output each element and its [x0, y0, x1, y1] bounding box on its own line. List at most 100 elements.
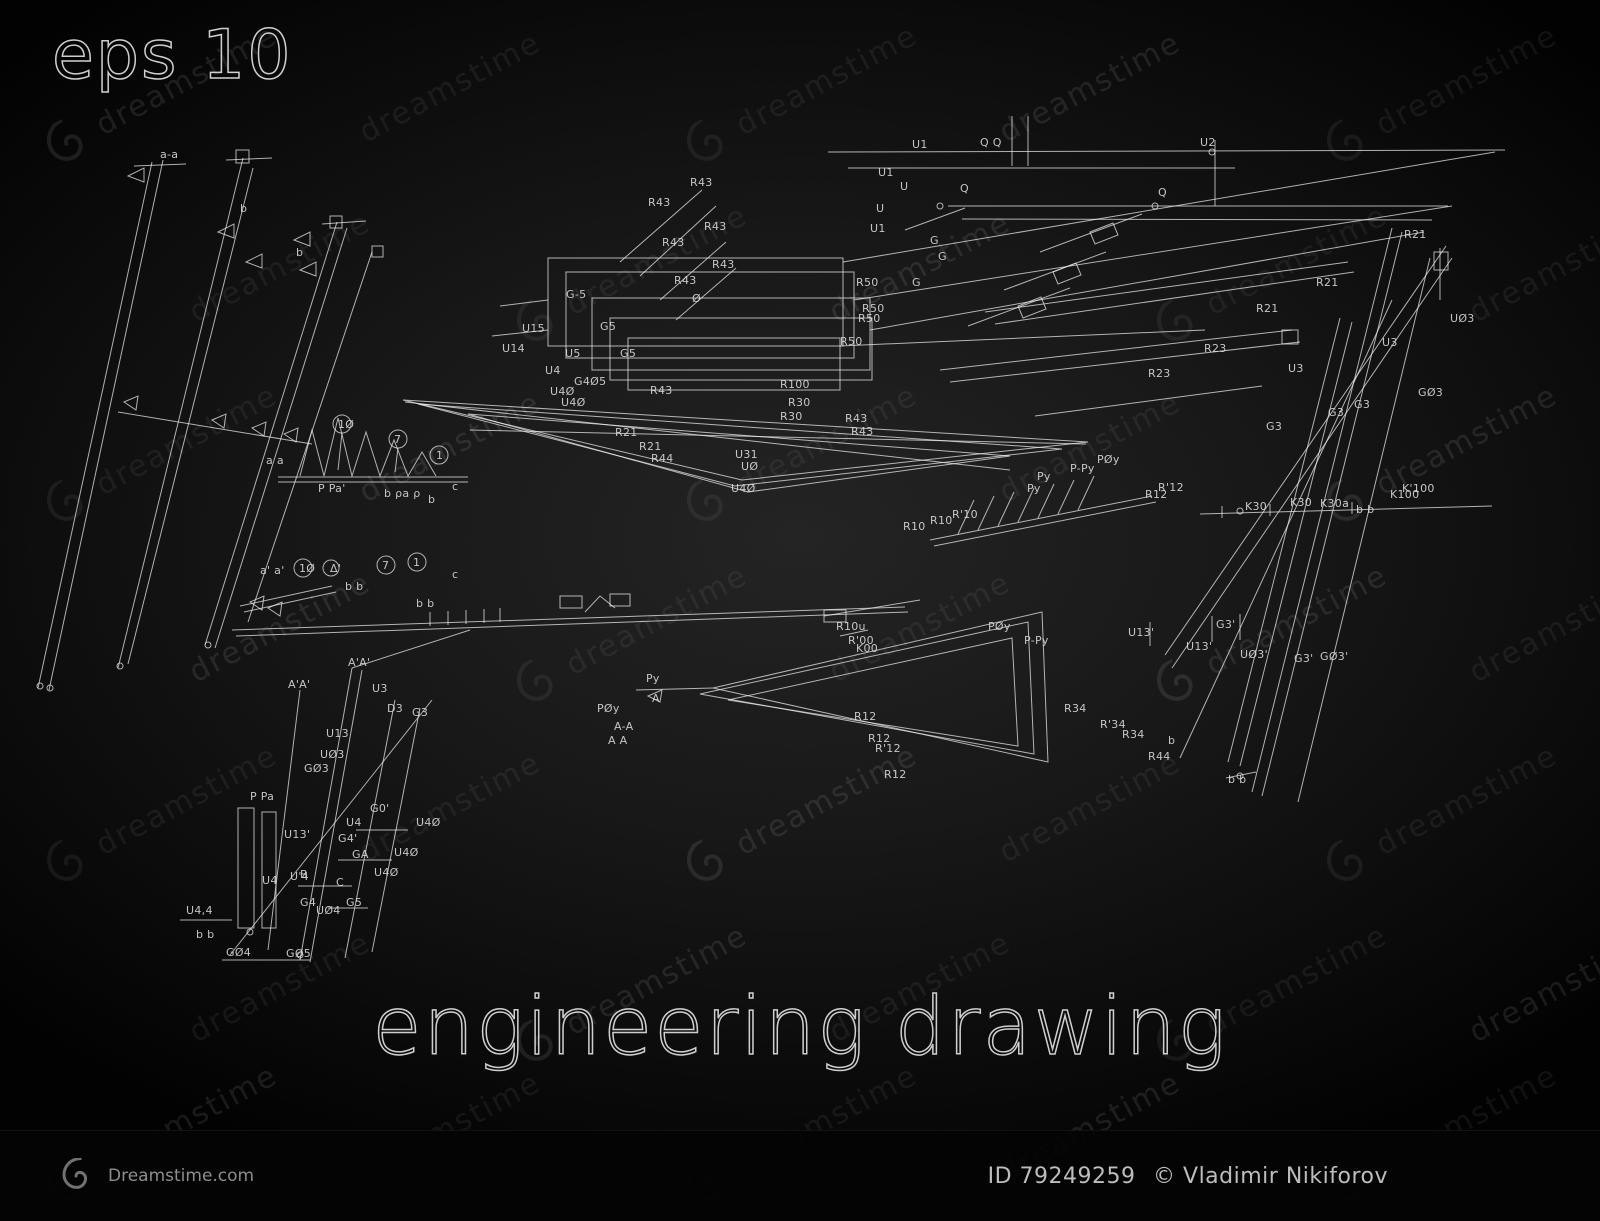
- drawing-label: R30: [788, 396, 811, 409]
- watermark: dreamstime: [504, 912, 756, 1077]
- drawing-label: G: [912, 276, 921, 289]
- drawing-label: a' a': [260, 564, 285, 577]
- drawing-label: U: [900, 180, 908, 193]
- watermark: dreamstime: [504, 552, 756, 717]
- drawing-label: U4Ø: [374, 866, 399, 879]
- drawing-label: U13': [284, 828, 310, 841]
- watermark: dreamstime: [1314, 12, 1566, 177]
- drawing-label: R44: [1148, 750, 1171, 763]
- drawing-label: U4Ø: [394, 846, 419, 859]
- drawing-label: UØ3: [1450, 312, 1475, 325]
- drawing-label: R43: [662, 236, 685, 249]
- drawing-label: A'A': [348, 656, 370, 669]
- drawing-label: R12: [1145, 488, 1168, 501]
- drawing-label: K100: [1390, 488, 1419, 501]
- drawing-label: b b: [345, 580, 363, 593]
- drawing-label: U13': [1186, 640, 1212, 653]
- drawing-label: U4: [346, 816, 362, 829]
- agency-site-text: Dreamstime.com: [108, 1166, 255, 1186]
- dreamstime-spiral-icon: [687, 478, 723, 521]
- drawing-label: Δ': [330, 562, 341, 575]
- drawing-label: b: [240, 202, 247, 215]
- drawing-label: R21: [1404, 228, 1427, 241]
- drawing-label: B: [300, 868, 308, 881]
- drawing-label: Py: [646, 672, 660, 685]
- drawing-label: R21: [615, 426, 638, 439]
- drawing-label: c: [452, 568, 458, 581]
- drawing-label: U15: [522, 322, 545, 335]
- drawing-label: c: [452, 480, 458, 493]
- image-id-text: ID 79249259: [987, 1163, 1136, 1189]
- drawing-label: UØ3: [320, 748, 345, 761]
- drawing-label: R21: [639, 440, 662, 453]
- drawing-label: UØ4: [316, 904, 341, 917]
- drawing-label: A: [652, 692, 660, 705]
- drawing-label: C: [336, 876, 344, 889]
- drawing-label: R43: [674, 274, 697, 287]
- drawing-label: R50: [840, 335, 863, 348]
- drawing-label: a a: [266, 454, 284, 467]
- drawing-label: P-Py: [1070, 462, 1095, 475]
- watermark: dreamstime: [1314, 372, 1566, 537]
- drawing-label: R43: [690, 176, 713, 189]
- drawing-label: A-A: [614, 720, 634, 733]
- drawing-label: K30: [1245, 500, 1267, 513]
- drawing-label: U4: [262, 874, 278, 887]
- dreamstime-spiral-icon: [1327, 838, 1363, 881]
- watermark: dreamstime: [674, 372, 926, 537]
- dreamstime-spiral-icon: [47, 118, 83, 161]
- drawing-label: U5: [565, 347, 581, 360]
- drawing-label: U3: [1382, 336, 1398, 349]
- drawing-label: b b: [196, 928, 214, 941]
- drawing-label: R34: [1122, 728, 1145, 741]
- drawing-label: PØy: [988, 620, 1011, 633]
- drawing-label: U31: [735, 448, 758, 461]
- drawing-label: U4: [545, 364, 561, 377]
- dreamstime-spiral-icon: [62, 1158, 88, 1189]
- drawing-label: U4Ø: [731, 482, 756, 495]
- drawing-label: R'00: [848, 634, 874, 647]
- drawing-label: R10: [930, 514, 953, 527]
- drawing-label: GØ5: [286, 947, 311, 960]
- drawing-label: UØ3': [1240, 648, 1268, 661]
- drawing-label: G3: [412, 706, 428, 719]
- drawing-label: 7: [382, 559, 389, 572]
- drawing-label: Py: [1027, 482, 1041, 495]
- drawing-label: Py: [1037, 470, 1051, 483]
- drawing-label: b b: [416, 597, 434, 610]
- drawing-label: 7: [394, 433, 401, 446]
- bottom-triangles: [635, 599, 1049, 763]
- watermark: dreamstime: [1314, 732, 1566, 897]
- drawing-label: G5: [600, 320, 616, 333]
- drawing-label: R43: [845, 412, 868, 425]
- drawing-label: K00: [856, 642, 878, 655]
- drawing-label: R12: [868, 732, 891, 745]
- top-busbar-lines: [827, 116, 1506, 327]
- watermark: dreamstime: [1144, 552, 1396, 717]
- drawing-label: U1: [870, 222, 886, 235]
- drawing-label: GØ3': [1320, 650, 1348, 663]
- drawing-label: b ρa ρ: [384, 487, 420, 500]
- watermark: dreamstime: [674, 732, 926, 897]
- drawing-label: U2: [1200, 136, 1216, 149]
- drawing-label: G: [930, 234, 939, 247]
- drawing-label: R10: [903, 520, 926, 533]
- drawing-label: U3: [1288, 362, 1304, 375]
- drawing-label: Ø: [692, 292, 701, 305]
- drawing-label: R50: [856, 276, 879, 289]
- drawing-label: GA: [352, 848, 369, 861]
- drawing-label: Q: [1158, 186, 1167, 199]
- hatch-fan: [929, 475, 1493, 547]
- drawing-label: G-5: [566, 288, 586, 301]
- drawing-label: P Pa: [250, 790, 274, 803]
- drawing-label: PØy: [597, 702, 620, 715]
- drawing-label: R43: [851, 425, 874, 438]
- drawing-label: G3: [1354, 398, 1370, 411]
- drawing-label: U4Ø: [416, 816, 441, 829]
- drawing-label: G5: [346, 896, 362, 909]
- drawing-label: R34: [1064, 702, 1087, 715]
- drawing-label: b: [428, 493, 435, 506]
- drawing-label: G3': [1216, 618, 1235, 631]
